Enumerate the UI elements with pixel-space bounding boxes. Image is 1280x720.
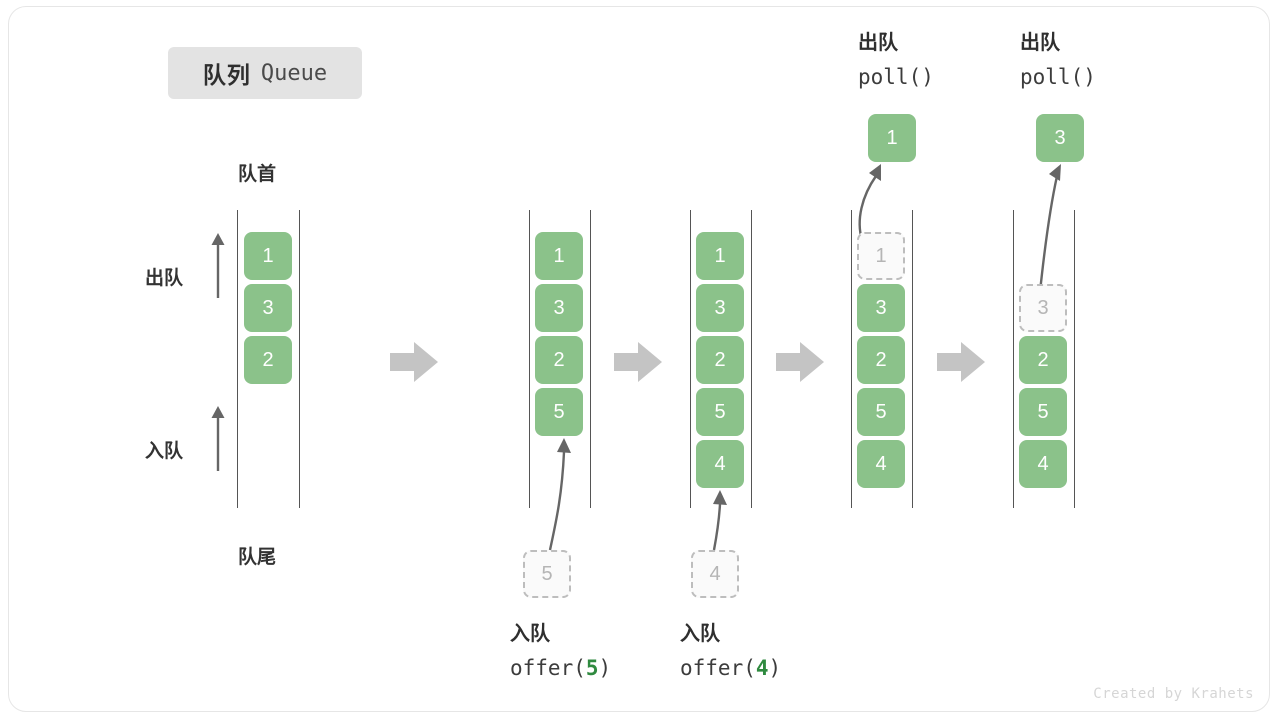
queue-element-removed: 3: [1019, 284, 1067, 332]
queue-element: 2: [857, 336, 905, 384]
rail-left: [1013, 210, 1014, 508]
dequeue-direction-label: 出队: [145, 268, 184, 289]
enqueue-direction-label: 入队: [145, 441, 184, 462]
queue-element: 2: [244, 336, 292, 384]
enqueue-direction-arrow-icon: [211, 406, 225, 471]
front-label: 队首: [238, 164, 277, 185]
diagram-title-badge: 队列 Queue: [168, 47, 362, 99]
queue-element: 4: [857, 440, 905, 488]
queue-element: 2: [696, 336, 744, 384]
rail-left: [237, 210, 238, 508]
queue-element: 3: [696, 284, 744, 332]
operation-label-poll-1: 出队 poll(): [858, 26, 934, 94]
queue-element-new: 5: [535, 388, 583, 436]
queue-element: 1: [535, 232, 583, 280]
step-transition-arrow-icon: [937, 342, 985, 382]
queue-element: 5: [1019, 388, 1067, 436]
rail-right: [912, 210, 913, 508]
queue-element: 3: [244, 284, 292, 332]
step-transition-arrow-icon: [776, 342, 824, 382]
queue-element: 1: [696, 232, 744, 280]
step-transition-arrow-icon: [390, 342, 438, 382]
rail-left: [529, 210, 530, 508]
operation-label-cn: 出队: [858, 32, 898, 54]
queue-element: 2: [535, 336, 583, 384]
queue-element: 2: [1019, 336, 1067, 384]
dequeue-direction-arrow-icon: [211, 233, 225, 298]
operation-label-code: poll(): [1020, 65, 1096, 89]
queue-element: 4: [1019, 440, 1067, 488]
operation-label-cn: 入队: [680, 623, 720, 645]
queue-element-removed: 1: [857, 232, 905, 280]
title-label-cn: 队列: [202, 62, 251, 88]
rail-right: [299, 210, 300, 508]
enqueue-curve-arrow-icon: [548, 438, 571, 551]
outgoing-element: 1: [868, 114, 916, 162]
incoming-element-ghost: 4: [691, 550, 739, 598]
dequeue-curve-arrow-icon: [1038, 164, 1061, 293]
queue-element: 5: [696, 388, 744, 436]
operation-label-code: offer(4): [680, 656, 782, 680]
watermark-credit: Created by Krahets: [1093, 686, 1254, 702]
incoming-element-ghost: 5: [523, 550, 571, 598]
rail-left: [851, 210, 852, 508]
rail-left: [690, 210, 691, 508]
rail-right: [751, 210, 752, 508]
operation-label-offer-4: 入队 offer(4): [680, 617, 781, 685]
queue-element: 3: [535, 284, 583, 332]
step-transition-arrow-icon: [614, 342, 662, 382]
outgoing-element: 3: [1036, 114, 1084, 162]
rail-right: [1074, 210, 1075, 508]
queue-element: 1: [244, 232, 292, 280]
operation-label-cn: 入队: [510, 623, 550, 645]
rear-label: 队尾: [238, 547, 277, 568]
operation-label-cn: 出队: [1020, 32, 1060, 54]
operation-label-code: poll(): [858, 65, 934, 89]
enqueue-curve-arrow-icon: [712, 490, 727, 551]
rail-right: [590, 210, 591, 508]
operation-label-poll-3: 出队 poll(): [1020, 26, 1096, 94]
queue-element: 3: [857, 284, 905, 332]
queue-element-new: 4: [696, 440, 744, 488]
queue-element: 5: [857, 388, 905, 436]
operation-label-offer-5: 入队 offer(5): [510, 617, 611, 685]
title-label-en: Queue: [260, 60, 328, 86]
operation-label-code: offer(5): [510, 656, 612, 680]
